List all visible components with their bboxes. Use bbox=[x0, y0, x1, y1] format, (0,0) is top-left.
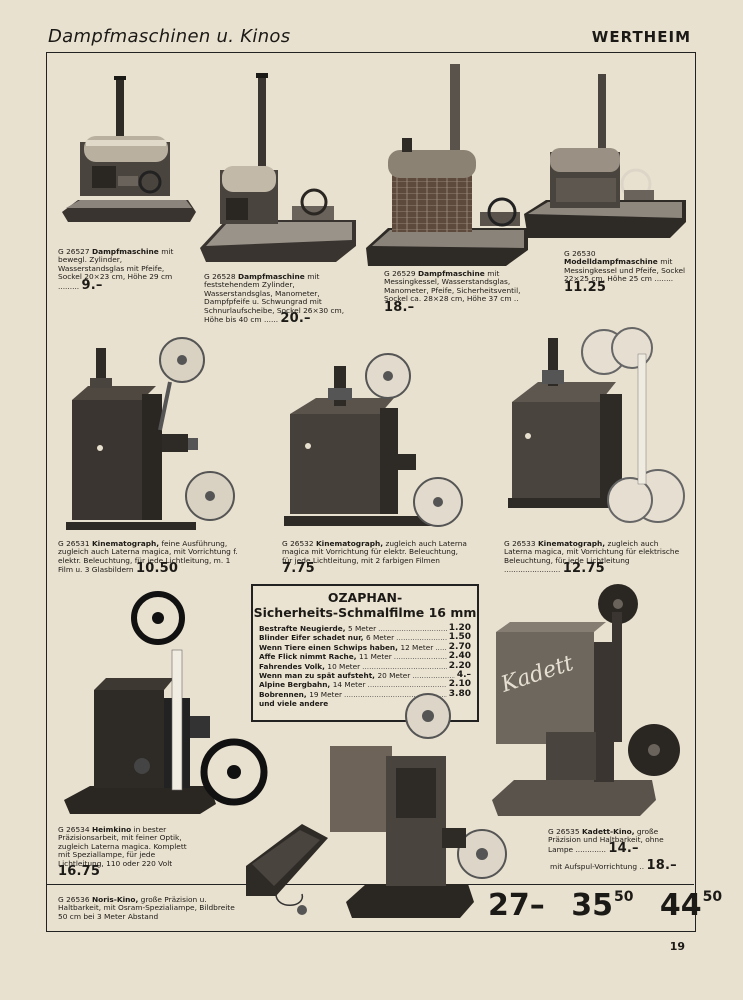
film-length: 12 Meter bbox=[400, 642, 434, 652]
steam-engine-26530-image bbox=[524, 74, 686, 238]
leader-dots: ........................................… bbox=[396, 633, 447, 643]
film-length: 11 Meter bbox=[359, 652, 392, 662]
caption-26529: G 26529 Dampfmaschine mit Messingkessel,… bbox=[384, 269, 521, 315]
film-length: 5 Meter bbox=[348, 624, 377, 633]
film-length: 10 Meter bbox=[327, 661, 361, 671]
catalog-frame bbox=[46, 52, 696, 932]
film-title: Blinder Eifer schadet nur, 6 Meter bbox=[259, 633, 395, 643]
steam-engine-26528-image bbox=[200, 73, 356, 262]
caption-26535: G 26535 Kadett-Kino, große Präzision und… bbox=[548, 827, 664, 856]
film-title: Bestrafte Neugierde, 5 Meter bbox=[259, 624, 377, 633]
caption-26532: G 26532 Kinematograph, zugleich auch Lat… bbox=[282, 539, 467, 577]
film-price: 2.70 bbox=[448, 641, 471, 652]
film-price: 2.10 bbox=[448, 679, 471, 690]
kinematograph-26532-image bbox=[284, 353, 463, 527]
film-title: Bobrennen, 19 Meter bbox=[259, 689, 342, 699]
film-row: Fahrendes Volk, 10 Meter................… bbox=[259, 660, 471, 671]
caption-26528: G 26528 Dampfmaschine mit feststehendem … bbox=[204, 272, 345, 327]
price-noris-1: 27– bbox=[488, 888, 545, 923]
leader-dots: ........................................… bbox=[393, 652, 447, 662]
heimkino-26534-image bbox=[64, 591, 268, 814]
film-row: Wenn Tiere einen Schwips haben, 12 Meter… bbox=[259, 641, 471, 652]
film-row: Blinder Eifer schadet nur, 6 Meter......… bbox=[259, 632, 471, 643]
film-row: Wenn man zu spät aufsteht, 20 Meter.....… bbox=[259, 670, 471, 681]
film-price: 3.80 bbox=[448, 688, 471, 699]
film-row: Bobrennen, 19 Meter.....................… bbox=[259, 688, 471, 699]
film-title: Wenn Tiere einen Schwips haben, 12 Meter bbox=[259, 642, 434, 652]
film-row: Alpine Bergbahn, 14 Meter...............… bbox=[259, 679, 471, 690]
steam-engine-26529-image bbox=[366, 64, 528, 266]
caption-26535-option: mit Aufspul-Vorrichtung .. 18.– bbox=[550, 858, 677, 873]
film-length: 19 Meter bbox=[309, 689, 342, 699]
leader-dots: ........................................… bbox=[435, 642, 447, 652]
page-number: 19 bbox=[669, 940, 685, 953]
film-row: Bestrafte Neugierde, 5 Meter............… bbox=[259, 623, 471, 633]
film-title: Fahrendes Volk, 10 Meter bbox=[259, 661, 361, 671]
films-list: Bestrafte Neugierde, 5 Meter............… bbox=[259, 623, 471, 699]
caption-26536: G 26536 Noris-Kino, große Präzision u. H… bbox=[58, 895, 235, 921]
film-title: Affe Flick nimmt Rache, 11 Meter bbox=[259, 652, 392, 662]
price-noris-2: 3550 bbox=[571, 888, 634, 923]
caption-26527: G 26527 Dampfmaschine mit bewegl. Zylind… bbox=[58, 247, 174, 293]
kadett-kino-image: Kadett bbox=[492, 584, 680, 816]
caption-26530: G 26530 Modelldampfmaschine mit Messingk… bbox=[564, 249, 686, 295]
film-price: 1.20 bbox=[448, 623, 471, 633]
caption-26534: G 26534 Heimkino in bester Präzisionsarb… bbox=[58, 825, 187, 880]
bottom-price-row: 27– 3550 4450 bbox=[488, 888, 722, 923]
films-box-title: OZAPHAN- Sicherheits-Schmalfilme 16 mm bbox=[253, 590, 477, 620]
caption-26531: G 26531 Kinematograph, feine Ausführung,… bbox=[58, 539, 238, 577]
film-price: 4.– bbox=[456, 670, 471, 681]
film-length: 20 Meter bbox=[377, 671, 411, 681]
kinematograph-26531-image bbox=[66, 337, 235, 530]
film-row: Affe Flick nimmt Rache, 11 Meter........… bbox=[259, 651, 471, 662]
leader-dots: ........................................… bbox=[367, 680, 447, 690]
leader-dots: ........................................… bbox=[378, 624, 447, 633]
film-price: 1.50 bbox=[448, 632, 471, 643]
price-noris-3: 4450 bbox=[659, 888, 723, 923]
leader-dots: ........................................… bbox=[412, 671, 455, 681]
film-length: 14 Meter bbox=[332, 680, 366, 690]
noris-kino-image bbox=[246, 693, 507, 918]
film-title: Alpine Bergbahn, 14 Meter bbox=[259, 680, 366, 690]
film-price: 2.40 bbox=[448, 651, 471, 662]
brand-name: WERTHEIM bbox=[591, 28, 691, 46]
leader-dots: ........................................… bbox=[343, 689, 447, 699]
ozaphan-films-box: OZAPHAN- Sicherheits-Schmalfilme 16 mm B… bbox=[251, 584, 479, 722]
film-title: Wenn man zu spät aufsteht, 20 Meter bbox=[259, 671, 411, 681]
films-box-footer: und viele andere bbox=[259, 699, 329, 709]
steam-engine-26527-image bbox=[62, 76, 196, 222]
section-title: Dampfmaschinen u. Kinos bbox=[48, 26, 291, 47]
caption-26533: G 26533 Kinematograph, zugleich auch Lat… bbox=[504, 539, 680, 577]
kinematograph-26533-image bbox=[508, 327, 685, 523]
film-length: 6 Meter bbox=[366, 633, 395, 643]
film-price: 2.20 bbox=[448, 660, 471, 671]
leader-dots: ........................................… bbox=[362, 661, 447, 671]
